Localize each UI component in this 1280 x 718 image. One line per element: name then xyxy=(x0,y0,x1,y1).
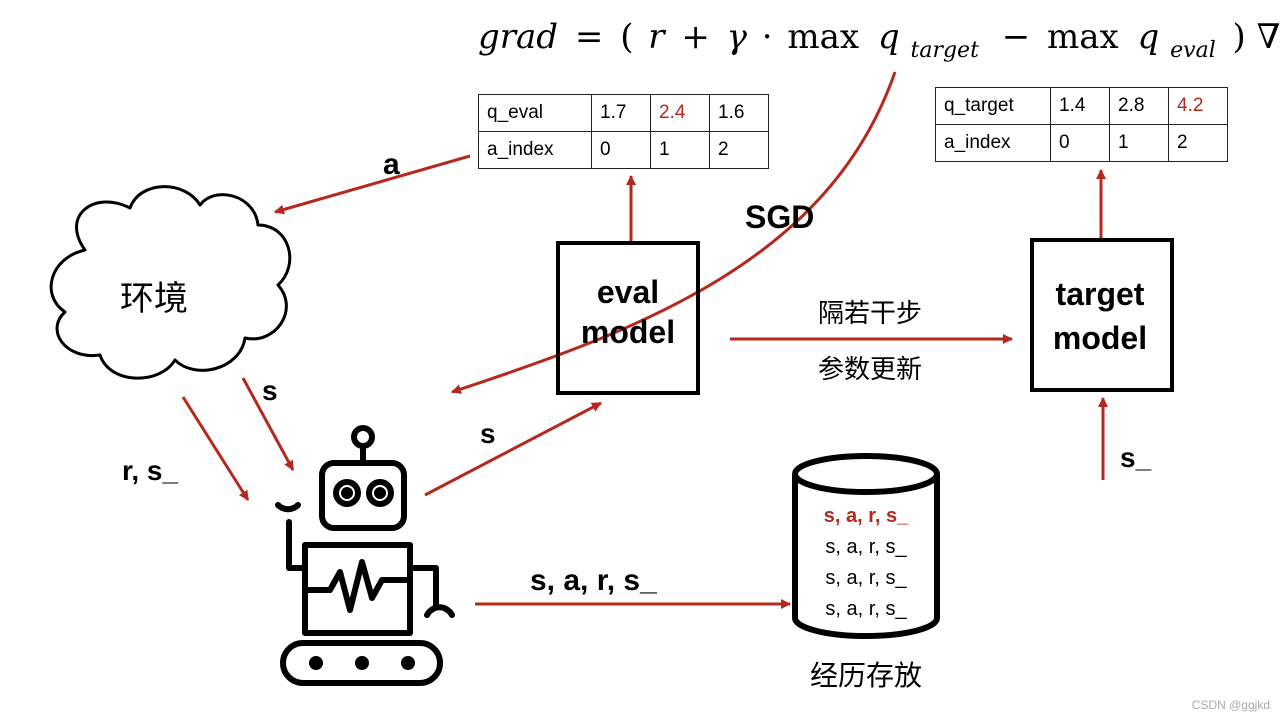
eval-model-label-2: model xyxy=(581,314,675,350)
state-env-arrow xyxy=(241,377,295,471)
sync-label-1: 隔若干步 xyxy=(818,298,922,328)
replay-memory-cylinder xyxy=(792,453,940,639)
table-cell: 2.8 xyxy=(1109,87,1169,125)
table-cell: 1 xyxy=(1109,124,1169,162)
sgd-label: SGD xyxy=(745,199,814,235)
state-env-label: s xyxy=(262,375,278,406)
reward-label: r, s_ xyxy=(122,455,178,486)
watermark: CSDN @ggjkd xyxy=(1191,698,1270,712)
action-label: a xyxy=(383,148,400,181)
environment-label: 环境 xyxy=(120,280,188,318)
eval-model-box xyxy=(556,241,700,395)
table-cell-label: a_index xyxy=(478,131,592,169)
eval-model-label-1: eval xyxy=(597,274,659,310)
table-cell: 1 xyxy=(650,131,710,169)
table-cell: 2 xyxy=(709,131,769,169)
table-cell-label: q_eval xyxy=(478,94,592,132)
eval-q-table: q_eval 1.7 2.4 1.6 a_index 0 1 2 xyxy=(478,94,769,169)
target-q-table: q_target 1.4 2.8 4.2 a_index 0 1 2 xyxy=(935,87,1228,162)
table-cell: 1.6 xyxy=(709,94,769,132)
target-model-label-1: target xyxy=(1056,276,1145,312)
transition-label: s, a, r, s_ xyxy=(530,564,657,597)
environment-cloud: 环境 xyxy=(49,185,292,380)
next-state-label: s_ xyxy=(1120,442,1152,473)
loss-formula: grad = ( r + γ · max q target − max q ev… xyxy=(478,17,1280,66)
table-cell-highlight: 2.4 xyxy=(650,94,710,132)
sgd-curve xyxy=(451,71,897,394)
memory-row: s, a, r, s_ xyxy=(825,536,907,558)
memory-row: s, a, r, s_ xyxy=(825,567,907,589)
sync-label-2: 参数更新 xyxy=(818,354,922,384)
table-row: q_eval 1.7 2.4 1.6 xyxy=(478,94,769,132)
table-cell: 1.4 xyxy=(1050,87,1110,125)
table-cell-label: q_target xyxy=(935,87,1051,125)
table-cell-highlight: 4.2 xyxy=(1168,87,1228,125)
action-arrow xyxy=(274,154,471,215)
table-row: a_index 0 1 2 xyxy=(935,124,1228,162)
table-cell: 0 xyxy=(591,131,651,169)
table-cell: 0 xyxy=(1050,124,1110,162)
memory-row-latest: s, a, r, s_ xyxy=(824,505,909,527)
robot-agent-icon xyxy=(275,425,455,686)
table-cell: 1.7 xyxy=(591,94,651,132)
table-cell-label: a_index xyxy=(935,124,1051,162)
target-model-label-2: model xyxy=(1053,320,1147,356)
reward-arrow xyxy=(181,396,250,501)
table-row: a_index 0 1 2 xyxy=(478,131,769,169)
state-to-eval-label: s xyxy=(480,418,496,449)
state-to-eval-arrow xyxy=(424,401,602,497)
target-model-box xyxy=(1030,238,1174,392)
table-row: q_target 1.4 2.8 4.2 xyxy=(935,87,1228,125)
table-cell: 2 xyxy=(1168,124,1228,162)
memory-title: 经历存放 xyxy=(810,660,922,691)
memory-row: s, a, r, s_ xyxy=(825,598,907,620)
